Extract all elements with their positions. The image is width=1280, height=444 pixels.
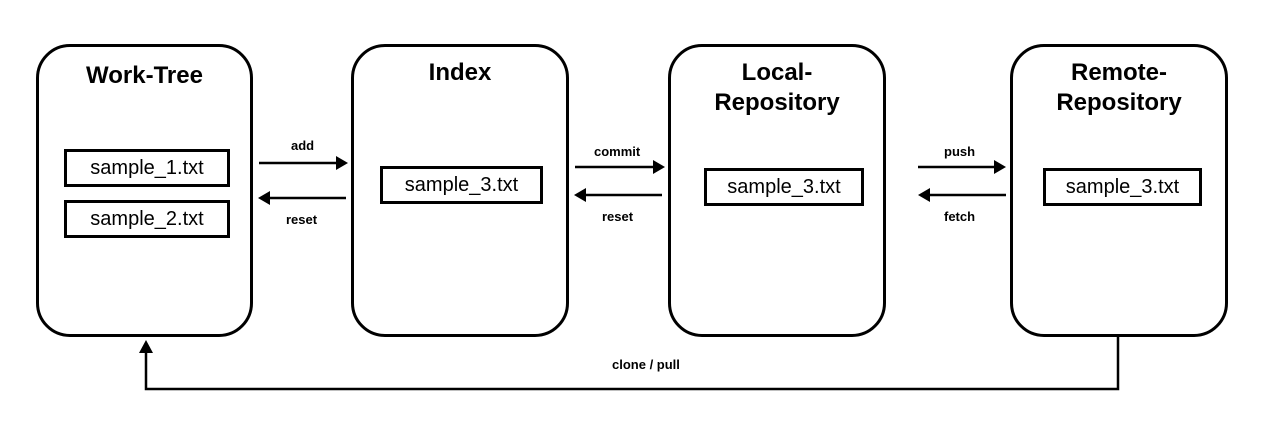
file-sample-3-local: sample_3.txt <box>704 168 864 206</box>
index-area: Index sample_3.txt <box>351 44 569 337</box>
remote-repository-title-line2: Repository <box>1056 89 1182 116</box>
add-label: add <box>291 138 315 153</box>
commit-label: commit <box>594 144 641 159</box>
reset-label-local: reset <box>602 209 634 224</box>
add-arrowhead <box>336 156 348 170</box>
commit-arrowhead <box>653 160 665 174</box>
local-repository-area: Local- Repository sample_3.txt <box>668 44 886 337</box>
index-title: Index <box>428 59 492 86</box>
remote-repository-area: Remote- Repository sample_3.txt <box>1010 44 1228 337</box>
clone-pull-arrowhead <box>139 340 153 353</box>
file-sample-3-remote: sample_3.txt <box>1043 168 1202 206</box>
reset-arrowhead-index <box>574 188 586 202</box>
file-sample-3-index: sample_3.txt <box>380 166 543 204</box>
work-tree-area: Work-Tree sample_1.txt sample_2.txt <box>36 44 253 337</box>
local-repository-title-line1: Local- <box>741 59 813 86</box>
push-label: push <box>944 144 976 159</box>
reset-label-index: reset <box>286 212 318 227</box>
push-arrowhead <box>994 160 1006 174</box>
file-sample-1: sample_1.txt <box>64 149 230 187</box>
remote-repository-title-line1: Remote- <box>1070 59 1167 86</box>
fetch-label: fetch <box>944 209 976 224</box>
clone-pull-label: clone / pull <box>612 357 680 372</box>
local-repository-title-line2: Repository <box>714 89 840 116</box>
fetch-arrowhead <box>918 188 930 202</box>
reset-arrowhead-work-tree <box>258 191 270 205</box>
work-tree-title: Work-Tree <box>86 62 203 89</box>
file-sample-2: sample_2.txt <box>64 200 230 238</box>
